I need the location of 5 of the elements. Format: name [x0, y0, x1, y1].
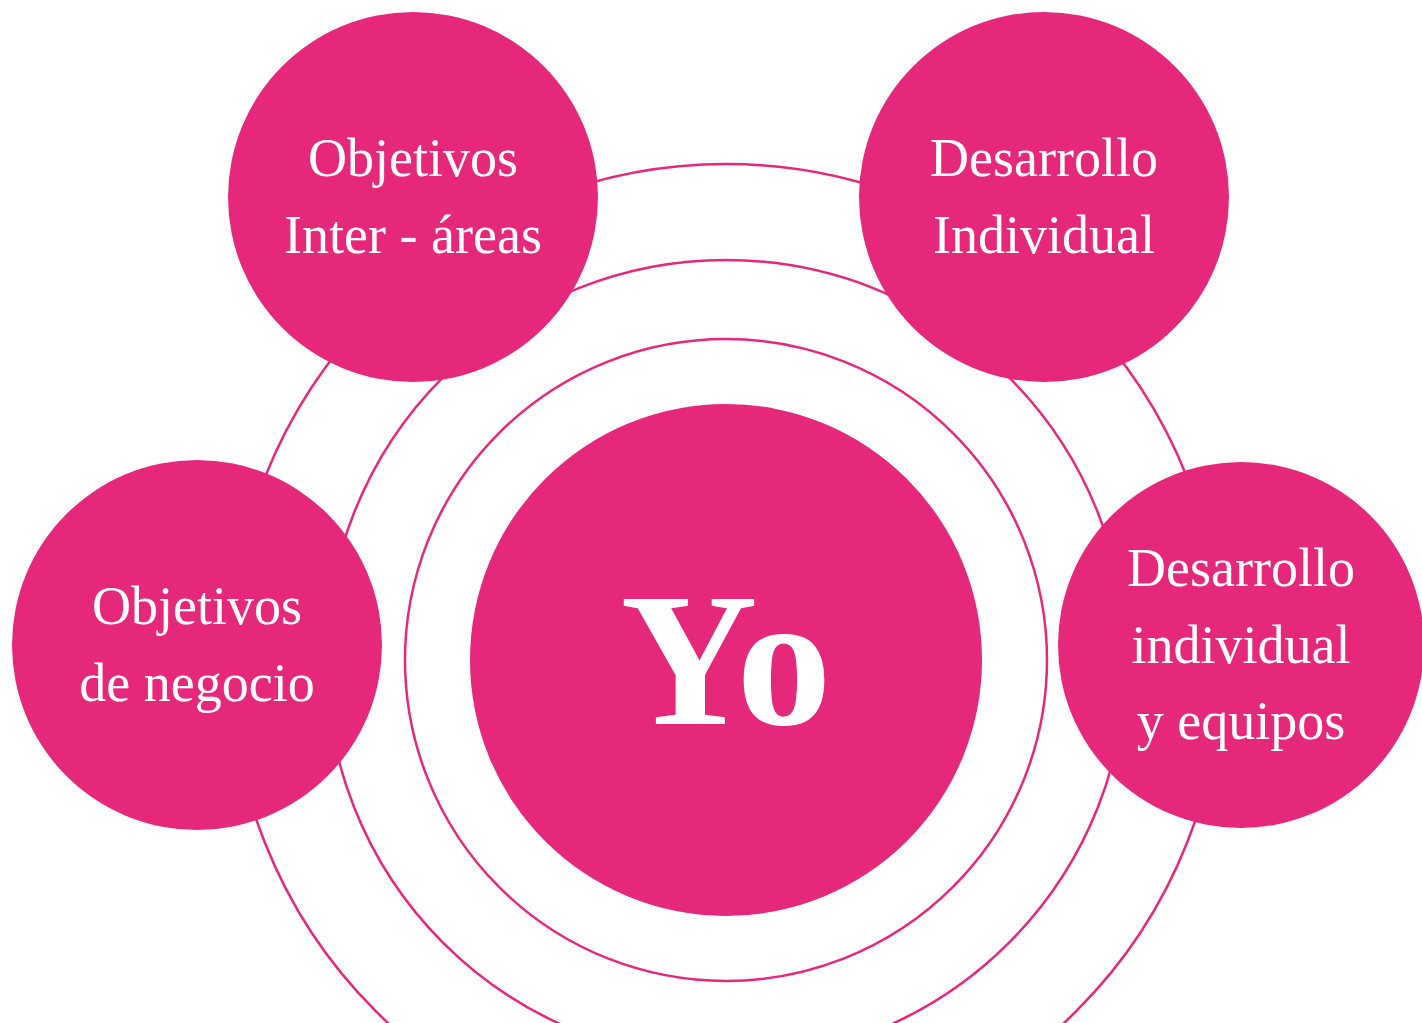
- center-label: Yo: [619, 565, 833, 755]
- circle-label: Objetivos Inter - áreas: [283, 127, 543, 267]
- circle-label: Desarrollo individual y equipos: [1126, 537, 1356, 754]
- circle-label: Desarrollo Individual: [929, 127, 1159, 267]
- circle-label: Objetivos de negocio: [78, 575, 316, 715]
